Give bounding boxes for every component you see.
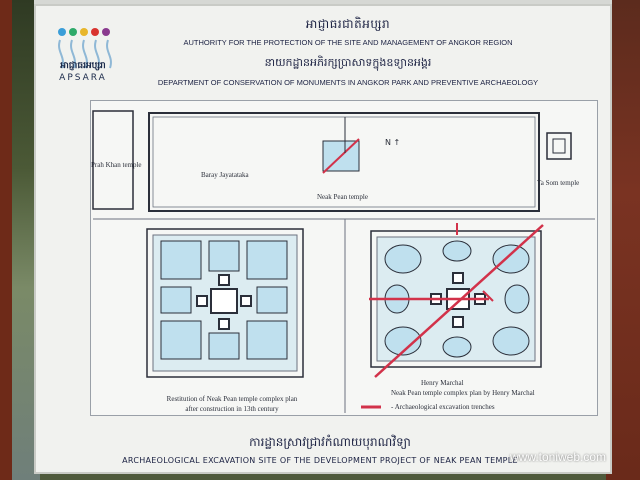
logo-khmer-name: អាជ្ញាធរអប្សរា (60, 61, 106, 71)
label-preah-khan: Prah Khan temple (91, 161, 142, 169)
logo-latin-name: APSARA (59, 73, 107, 83)
caption-marchal-name: Henry Marchal (421, 379, 464, 387)
caption-marchal: Neak Pean temple complex plan by Henry M… (391, 389, 535, 397)
footer-english-title: ARCHAEOLOGICAL EXCAVATION SITE OF THE DE… (122, 456, 518, 465)
site-plan-panel: N ↑ (90, 100, 598, 416)
logo-drop-blue (58, 28, 66, 36)
preah-khan-outline (92, 110, 134, 210)
caption-restitution-date: after construction in 13th century (185, 405, 279, 413)
header-english-department: DEPARTMENT OF CONSERVATION OF MONUMENTS … (157, 78, 539, 87)
label-ta-som: Ta Som temple (537, 179, 580, 187)
north-arrow-icon: N ↑ (385, 138, 400, 147)
legend-text: - Archaeological excavation trenches (391, 403, 495, 411)
label-neak-pean: Neak Pean temple (317, 193, 368, 201)
restitution-plan (146, 228, 304, 378)
footer-khmer-title: ការដ្ឋានស្រាវជ្រាវកំណាយបុរាណវិទ្យា (249, 435, 411, 449)
baray-outline (148, 112, 540, 212)
red-post-left (0, 0, 12, 480)
sign-frame-top (34, 0, 612, 6)
watermark: www.toniweb.com (510, 450, 607, 464)
logo-drop-yellow (80, 28, 88, 36)
logo-drop-red (91, 28, 99, 36)
apsara-logo-icon (58, 28, 112, 69)
excavation-trench-diagonal (374, 224, 544, 378)
header-english-authority: AUTHORITY FOR THE PROTECTION OF THE SITE… (183, 38, 513, 47)
header-khmer-authority: អាជ្ញាធរជាតិអប្សរា (305, 17, 391, 31)
ta-som-outline (546, 132, 572, 160)
site-plan-drawing: N ↑ (92, 110, 595, 413)
caption-restitution: Restitution of Neak Pean temple complex … (166, 395, 298, 403)
label-baray: Baray Jayatataka (201, 171, 249, 179)
logo-drop-green (69, 28, 77, 36)
header-khmer-department: នាយកដ្ឋានអភិរក្សប្រាសាទក្នុងឧទ្យានអង្គរ (264, 57, 432, 69)
logo-drop-purple (102, 28, 110, 36)
